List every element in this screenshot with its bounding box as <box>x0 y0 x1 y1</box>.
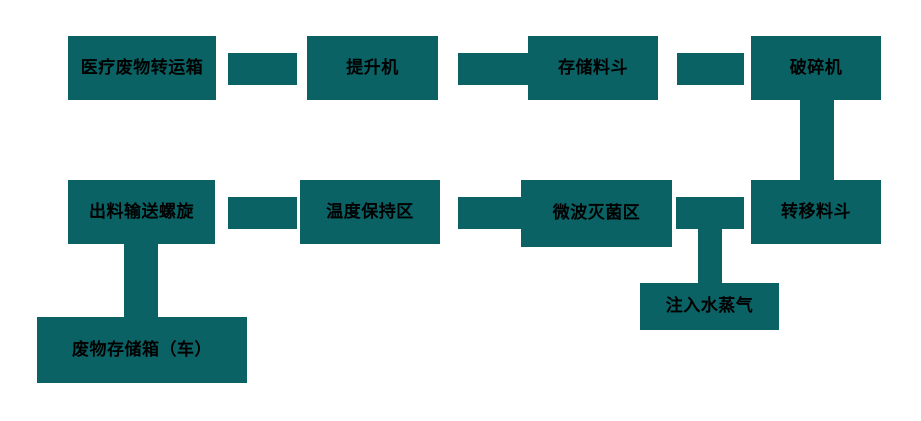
flow-node-n10[interactable]: 注入水蒸气 <box>640 283 779 330</box>
flow-node-n9[interactable]: 废物存储箱（车） <box>37 317 247 383</box>
flow-node-n3[interactable]: 存储料斗 <box>528 36 658 100</box>
connector-n5-to-n6 <box>676 197 744 229</box>
connector-n1-to-n2 <box>228 53 297 85</box>
connector-n2-to-n3 <box>458 53 528 85</box>
connector-n3-to-n4 <box>677 53 744 85</box>
connector-n6-to-n7 <box>458 197 528 229</box>
connector-n4-to-n5 <box>800 100 834 180</box>
connector-n7-to-n8 <box>228 197 297 229</box>
flow-node-n2[interactable]: 提升机 <box>307 36 438 100</box>
flow-node-n8[interactable]: 出料输送螺旋 <box>68 180 215 244</box>
connector-n8-to-n9 <box>124 244 158 319</box>
connector-c5-to-n10 <box>698 228 722 285</box>
flow-node-n7[interactable]: 温度保持区 <box>300 180 440 244</box>
flow-node-n4[interactable]: 破碎机 <box>751 36 881 100</box>
flow-node-n6[interactable]: 微波灭菌区 <box>521 180 672 247</box>
flow-node-n1[interactable]: 医疗废物转运箱 <box>68 36 216 100</box>
flow-node-n5[interactable]: 转移料斗 <box>751 180 881 244</box>
